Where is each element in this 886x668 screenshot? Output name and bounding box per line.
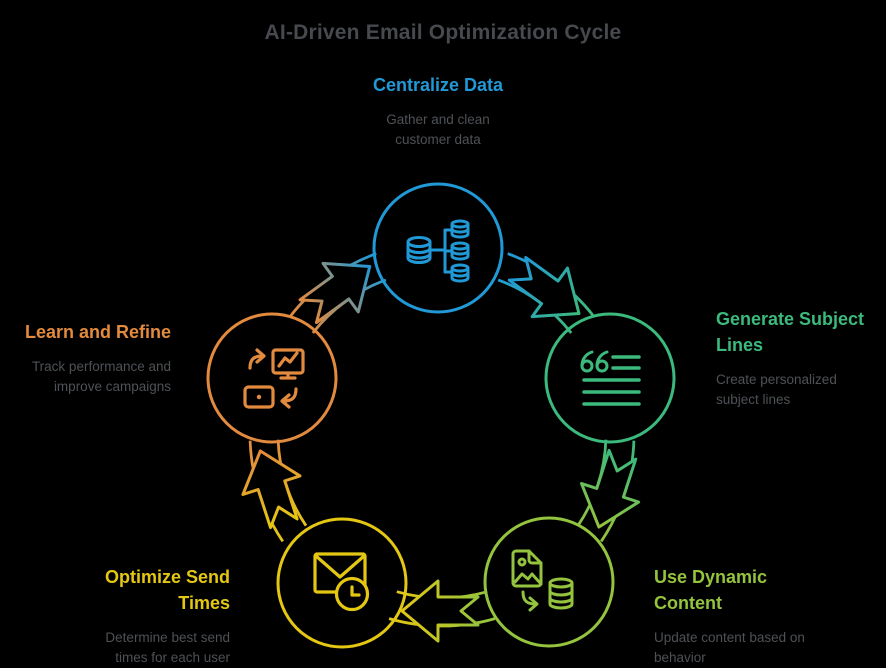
text-lines — [582, 355, 641, 406]
database-body — [548, 581, 574, 610]
node-title-line: Use Dynamic — [654, 567, 768, 587]
node-desc-line: behavior — [654, 649, 706, 665]
node-circle-learn-and-refine — [206, 312, 338, 444]
node-title-line: Learn and Refine — [24, 322, 171, 342]
node-description: Gather and clean customer data — [318, 110, 558, 149]
node-desc-line: times for each user — [115, 649, 230, 665]
mail-clock-icon — [313, 552, 370, 612]
small-database-body — [450, 266, 470, 283]
flow-arrow-bottomright-to-bottomleft — [400, 579, 480, 643]
image-mountains — [513, 572, 543, 586]
tree-bracket — [429, 228, 454, 274]
cycle-arrows — [241, 256, 641, 643]
node-desc-line: Update content based on — [654, 630, 805, 645]
small-database-body — [450, 222, 470, 239]
flow-arrow-top-to-right — [507, 256, 581, 319]
node-desc-line: Gather and clean — [386, 112, 490, 127]
flow-arrow-right-to-bottomright — [580, 448, 641, 529]
node-title-line: Centralize Data — [372, 75, 504, 95]
flow-arrow-left-to-top — [298, 261, 372, 324]
device-dot — [256, 394, 262, 400]
node-desc-line: improve campaigns — [53, 378, 171, 394]
node-desc-line: Track performance and — [31, 359, 171, 374]
node-title: Optimize Send Times — [30, 564, 230, 616]
clock-hands — [350, 585, 361, 597]
node-desc-line: Create personalized — [716, 372, 837, 387]
quote-text-lines-icon — [580, 350, 641, 406]
node-description: Update content based on behavior — [654, 628, 886, 667]
flow-arrow-bottomleft-to-left — [241, 449, 302, 530]
monitor-stand — [279, 371, 297, 380]
image-sun-dot — [517, 557, 527, 567]
small-database-body — [450, 244, 470, 261]
node-circle-optimize-send-times — [276, 517, 408, 649]
node-circle-centralize-data — [372, 182, 504, 314]
node-label-centralize-data: Centralize Data Gather and clean custome… — [318, 72, 558, 149]
node-desc-line: subject lines — [716, 391, 791, 407]
image-to-database-icon — [511, 549, 574, 612]
node-title-line: Lines — [716, 335, 764, 355]
node-title-line: Content — [654, 593, 722, 613]
node-label-optimize-send-times: Optimize Send Times Determine best send … — [30, 564, 230, 667]
node-title: Centralize Data — [318, 72, 558, 98]
node-desc-line: customer data — [395, 131, 481, 147]
node-title-line: Times — [178, 593, 230, 613]
envelope-flap — [314, 554, 366, 579]
node-title: Use Dynamic Content — [654, 564, 886, 616]
chart-zigzag — [277, 351, 299, 368]
big-database-top — [406, 236, 432, 248]
node-circle-generate-subject-lines — [544, 312, 676, 444]
node-title-line: Optimize Send — [104, 567, 230, 587]
node-description: Create personalized subject lines — [716, 370, 884, 409]
device-card — [243, 385, 275, 409]
node-title: Generate Subject Lines — [716, 306, 884, 358]
curved-arrow — [521, 590, 538, 606]
database-bands — [548, 589, 574, 604]
big-database-bands — [406, 246, 432, 260]
sync-arrow-bottom — [281, 387, 298, 403]
node-label-use-dynamic-content: Use Dynamic Content Update content based… — [654, 564, 886, 667]
curved-arrow-head — [528, 596, 539, 612]
node-description: Track performance and improve campaigns — [8, 357, 171, 396]
small-database-top — [450, 263, 470, 273]
node-description: Determine best send times for each user — [30, 628, 230, 667]
node-label-learn-and-refine: Learn and Refine Track performance and i… — [8, 319, 171, 396]
node-title-line: Generate Subject — [716, 309, 865, 329]
big-database-body — [406, 240, 432, 264]
database-top — [548, 577, 574, 589]
node-circle-use-dynamic-content — [483, 516, 615, 648]
database-tree-icon — [406, 219, 470, 283]
quote-mark-tail — [580, 350, 594, 368]
node-label-generate-subject-lines: Generate Subject Lines Create personaliz… — [716, 306, 884, 409]
monitor-sync-icon — [243, 348, 305, 409]
quote-mark-tail — [595, 350, 609, 368]
sync-arrow-top — [248, 354, 265, 370]
node-circles — [206, 182, 676, 649]
small-database-top — [450, 241, 470, 251]
sync-arrow-top-head — [255, 348, 266, 364]
image-card-fold — [527, 549, 543, 565]
node-title: Learn and Refine — [8, 319, 171, 345]
sync-arrow-bottom-head — [280, 393, 291, 409]
page-title: AI-Driven Email Optimization Cycle — [264, 21, 622, 44]
small-database-top — [450, 219, 470, 229]
node-desc-line: Determine best send — [105, 630, 230, 645]
